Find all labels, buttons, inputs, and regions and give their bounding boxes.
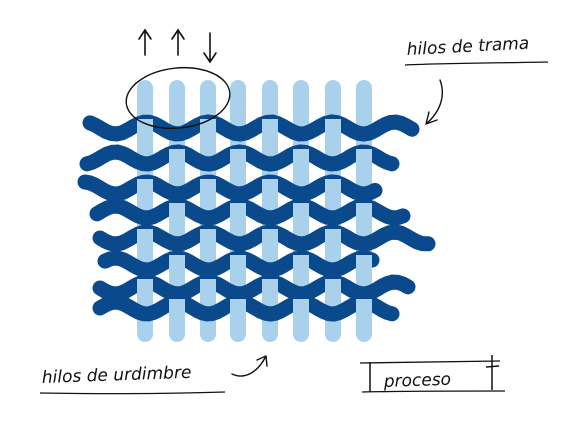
warp-over-segment <box>200 229 216 247</box>
weft-thread <box>89 198 411 226</box>
warp-over-segment <box>230 299 246 317</box>
warp-over-segment <box>230 203 246 221</box>
warp-over-segment <box>230 149 246 167</box>
process-bottom-line <box>361 390 506 393</box>
warp-over-segment <box>293 299 309 317</box>
weft-pointer-arrow <box>425 79 444 125</box>
warp-over-segment <box>169 299 185 317</box>
warp-label-underline <box>39 391 226 395</box>
warp-over-segment <box>356 203 372 221</box>
warp-over-segment <box>293 149 309 167</box>
warp-over-segment <box>293 255 309 273</box>
highlight-loop <box>125 66 231 130</box>
warp-over-segment <box>262 279 278 297</box>
warp-over-segment <box>137 119 153 137</box>
process-top-line <box>359 360 501 364</box>
warp-over-segment <box>200 179 216 197</box>
warp-over-segment <box>169 255 185 273</box>
warp-over-segment <box>200 119 216 137</box>
warp-over-segment <box>325 229 341 247</box>
warp-over-segment <box>356 299 372 317</box>
warp-over-segment <box>169 149 185 167</box>
warp-over-segment <box>262 119 278 137</box>
warp-over-segment <box>169 203 185 221</box>
warp-over-segment <box>137 229 153 247</box>
warp-pointer-arrow <box>231 355 268 377</box>
process-label: proceso <box>382 370 451 392</box>
warp-label: hilos de urdimbre <box>41 363 191 388</box>
warp-over-segment <box>293 203 309 221</box>
warp-over-segment <box>262 179 278 197</box>
warp-over-segment <box>325 119 341 137</box>
weft-label-underline <box>404 61 549 66</box>
weft-threads <box>77 114 436 322</box>
process-right-bar <box>485 355 500 390</box>
warp-over-segment <box>230 255 246 273</box>
arrow-down-icon <box>203 32 217 64</box>
warp-over-segment <box>356 255 372 273</box>
warp-over-segment <box>262 229 278 247</box>
weft-label: hilos de trama <box>406 34 529 60</box>
warp-over-segment <box>325 279 341 297</box>
warp-over-segment <box>137 279 153 297</box>
warp-over-segment <box>325 179 341 197</box>
warp-over-segment <box>356 149 372 167</box>
warp-over-segment <box>200 279 216 297</box>
warp-over-segment <box>137 179 153 197</box>
arrow-up-icon <box>171 28 185 56</box>
arrow-up-icon <box>138 28 152 56</box>
